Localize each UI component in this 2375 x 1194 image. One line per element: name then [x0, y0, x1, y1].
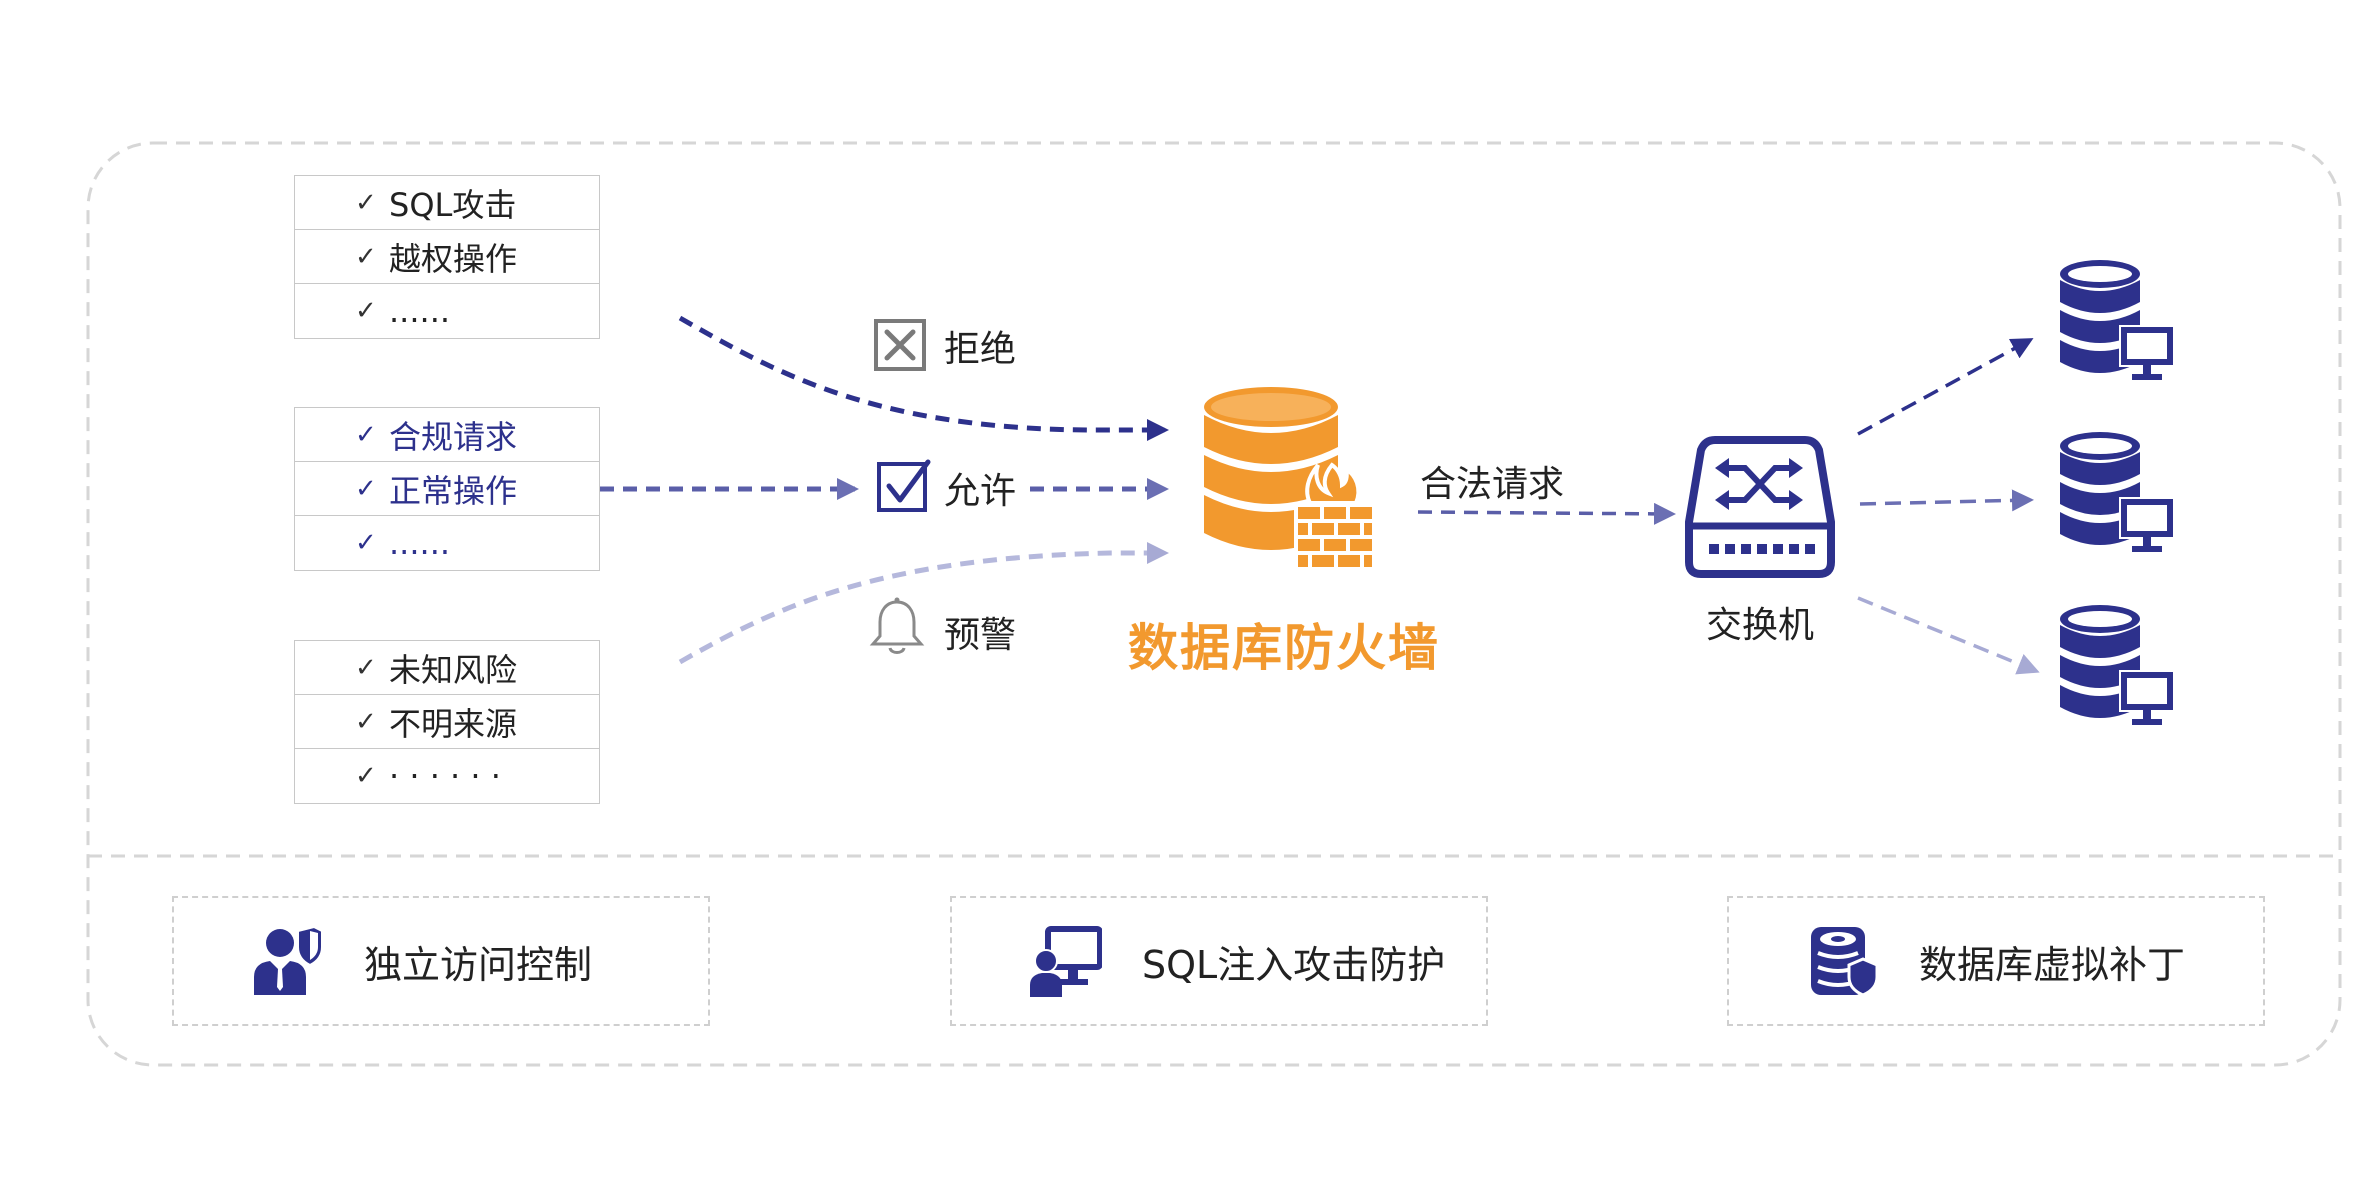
legal-request-label: 合法请求	[1420, 464, 1565, 505]
check-icon: ✓	[355, 419, 377, 450]
allow-label: 允许	[944, 471, 1017, 512]
outer-frame	[86, 141, 2342, 1067]
feature-label: SQL注入攻击防护	[1142, 942, 1446, 987]
check-icon: ✓	[355, 528, 377, 558]
normal-list: ✓合规请求 ✓正常操作 ✓......	[294, 407, 600, 571]
list-item: ✓......	[355, 292, 451, 330]
switch-to-db-bottom-arrow	[1857, 596, 2040, 675]
list-item: ✓· · · · · ·	[355, 757, 501, 795]
list-item: ✓不明来源	[295, 695, 599, 749]
list-item: ✓越权操作	[295, 230, 599, 284]
feature-access-control: 独立访问控制	[172, 896, 710, 1026]
switch-to-db-mid-arrow	[1859, 489, 2034, 512]
list-item: ✓合规请求	[295, 408, 599, 462]
database-firewall-icon	[1204, 387, 1374, 569]
switch-icon	[1685, 436, 1835, 578]
check-icon: ✓	[355, 241, 377, 272]
allow-check-icon	[877, 459, 931, 512]
check-icon: ✓	[355, 187, 377, 218]
bell-icon	[869, 597, 925, 654]
legal-request-arrow	[1417, 502, 1676, 525]
database-server-icon	[2060, 605, 2175, 725]
check-icon: ✓	[355, 473, 377, 504]
feature-sql-injection: SQL注入攻击防护	[950, 896, 1488, 1026]
feature-virtual-patch: 数据库虚拟补丁	[1727, 896, 2265, 1026]
feature-label: 数据库虚拟补丁	[1919, 942, 2186, 987]
unknown-list: ✓未知风险 ✓不明来源 ✓· · · · · ·	[294, 640, 600, 804]
check-icon: ✓	[355, 296, 377, 326]
warn-label: 预警	[944, 615, 1017, 656]
firewall-title: 数据库防火墙	[1128, 619, 1440, 677]
attack-list: ✓SQL攻击 ✓越权操作 ✓......	[294, 175, 600, 339]
warn-arrow	[678, 542, 1169, 665]
switch-to-db-top-arrow	[1857, 338, 2034, 436]
database-server-icon	[2060, 260, 2175, 380]
switch-label: 交换机	[1706, 605, 1815, 646]
check-icon: ✓	[355, 761, 377, 791]
reject-arrow	[678, 315, 1169, 441]
database-server-icon	[2060, 432, 2175, 552]
feature-label: 独立访问控制	[364, 942, 593, 987]
check-icon: ✓	[355, 706, 377, 737]
database-shield-icon	[1811, 927, 1879, 997]
list-item: ✓SQL攻击	[295, 176, 599, 230]
list-item: ✓正常操作	[295, 462, 599, 516]
check-icon: ✓	[355, 652, 377, 683]
user-shield-icon	[254, 925, 323, 995]
list-item: ✓未知风险	[295, 641, 599, 695]
computer-user-icon	[1030, 926, 1102, 997]
list-item: ✓......	[355, 524, 451, 562]
reject-icon	[874, 319, 926, 371]
reject-label: 拒绝	[944, 329, 1017, 370]
